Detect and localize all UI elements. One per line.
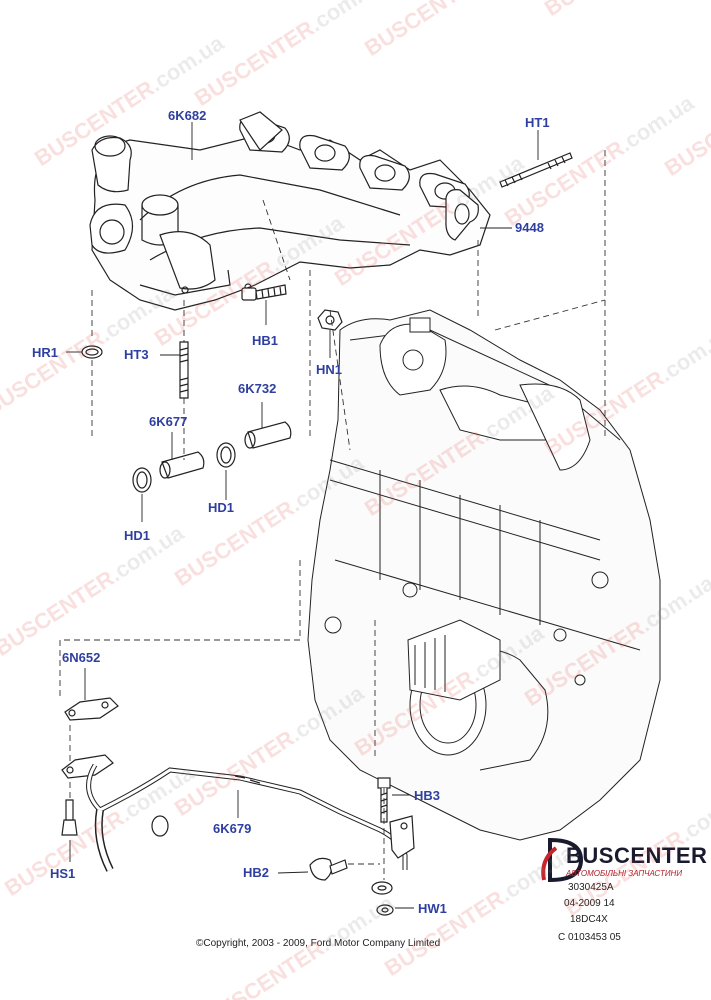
bolt-hb2 [309,857,348,881]
label-leaders [66,122,539,909]
label-9448: 9448 [515,220,544,235]
hose-6k732 [244,421,292,449]
bolt-hb1 [241,284,287,301]
label-hr1: HR1 [32,345,59,360]
engine-block [307,309,661,841]
bracket-6n652 [61,697,119,779]
label-6k732: 6K732 [238,381,277,396]
label-hb3: HB3 [414,788,441,803]
stud-ht3 [179,341,189,399]
label-hb2: HB2 [243,865,270,880]
label-6n652: 6N652 [62,650,101,665]
label-hw1: HW1 [418,901,447,916]
ring-hr1 [81,345,103,359]
copyright-notice: ©Copyright, 2003 - 2009, Ford Motor Comp… [196,938,441,949]
label-hb1: HB1 [252,333,279,348]
turbo-elbow [89,135,252,296]
label-6k682: 6K682 [168,108,207,123]
label-hn1: HN1 [316,362,343,377]
stud-ht1 [499,152,573,188]
clamp-hd1-left [132,467,152,493]
clamp-hd1-right [216,442,236,468]
label-ht1: HT1 [525,115,550,130]
label-ht3: HT3 [124,347,149,362]
ref-code-3: 18DC4X [570,914,608,925]
brand-tagline: АВТОМОБІЛЬНІ ЗАПЧАСТИНИ [566,869,683,878]
label-hs1: HS1 [50,866,76,881]
bracket-hb3 [389,815,415,859]
manifold-gasket [239,111,479,241]
nut-hn1 [317,309,343,331]
ref-code-1: 3030425A [568,882,614,893]
pipe-6k679 [86,763,408,872]
hose-6k677 [159,451,205,479]
label-hd1-left: HD1 [124,528,151,543]
stud-hs1 [61,799,78,836]
ref-code-4: C 0103453 05 [558,932,621,943]
washer-hw1 [371,881,394,916]
assembly-guides [59,150,606,880]
label-hd1-right: HD1 [208,500,235,515]
buscenter-logo-mark [541,837,584,883]
brand-name: BUSCENTER [566,843,708,868]
ref-code-2: 04-2009 14 [564,898,615,909]
label-6k679: 6K679 [213,821,252,836]
label-6k677: 6K677 [149,414,188,429]
